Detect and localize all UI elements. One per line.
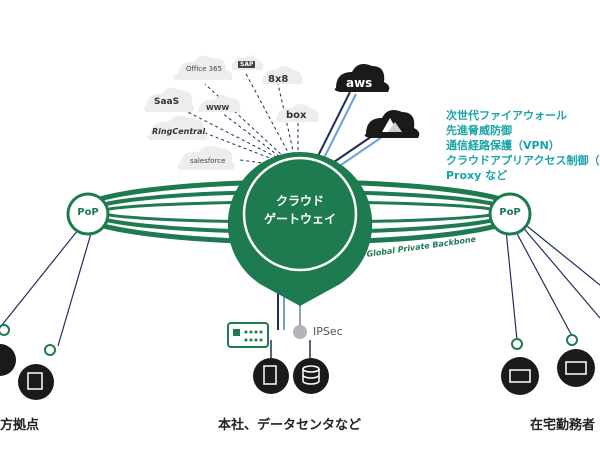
link-aws-a — [317, 91, 351, 157]
feature-item: Proxy など — [446, 169, 508, 182]
router-led-2 — [249, 330, 253, 334]
feature-item: 次世代ファイアウォール — [446, 109, 567, 122]
label-headquarters: 本社、データセンタなど — [218, 418, 362, 433]
laptop-icon-1 — [509, 369, 531, 383]
dot-right-1 — [511, 338, 523, 350]
building-icon-left — [27, 372, 43, 390]
cloud-ringcentral — [147, 115, 208, 140]
saas-logo: SaaS — [154, 97, 180, 107]
hub-label-line1: クラウド — [275, 194, 324, 208]
connector-www — [221, 112, 285, 161]
ringcentral-logo: RingCentral — [152, 127, 206, 136]
link-right-2 — [513, 227, 573, 337]
site-icons — [0, 322, 595, 400]
connector-saas — [169, 102, 283, 161]
cloud-gateway-hub — [227, 151, 373, 306]
cloud-box — [276, 104, 319, 122]
cloud-office365 — [173, 55, 233, 80]
feature-list: 次世代ファイアウォール 先進脅威防御 通信経路保護（VPN） クラウドアプリアク… — [446, 108, 600, 183]
cloud-www — [198, 95, 241, 112]
link-azure-b — [337, 136, 383, 168]
link-right-3 — [519, 223, 600, 319]
azure-logo-shade — [388, 122, 402, 132]
ipsec-dot — [293, 325, 307, 339]
remote-worker-icon-2 — [557, 349, 595, 387]
connector-sap — [244, 71, 291, 157]
laptop-icon-2 — [565, 361, 587, 375]
aws-logo: aws — [346, 76, 373, 90]
ipsec-label: IPSec — [313, 325, 343, 338]
right-site-links — [505, 221, 600, 341]
connector-ringcentral — [204, 132, 281, 163]
pop-nodes — [66, 192, 532, 236]
link-right-1 — [505, 229, 518, 341]
pop-left-node — [66, 192, 110, 236]
link-left-1 — [1, 224, 83, 326]
left-site-icon-2 — [18, 364, 54, 400]
dot-left-1 — [0, 324, 10, 336]
8x8-logo: 8x8 — [268, 74, 289, 85]
label-branch-offices: 方拠点 — [0, 418, 40, 433]
sap-logo: SAP — [238, 61, 256, 68]
dot-right-2 — [566, 334, 578, 346]
left-site-links — [1, 224, 93, 347]
hub-ring — [242, 156, 358, 272]
provider-clouds — [334, 64, 420, 138]
router-led-4 — [259, 330, 263, 334]
aws-cloud — [334, 64, 390, 92]
router-led-5 — [244, 338, 248, 342]
link-left-2 — [57, 229, 93, 347]
feature-item: 通信経路保護（VPN） — [446, 139, 560, 152]
hq-database-circle — [293, 358, 329, 394]
remote-worker-icon-1 — [501, 357, 539, 395]
link-aws-b — [323, 93, 357, 159]
dot-left-2 — [44, 344, 56, 356]
pop-right-label: PoP — [499, 207, 521, 218]
pop-right-node — [488, 192, 532, 236]
left-site-icon-1 — [0, 344, 16, 376]
office365-logo: Office 365 — [186, 65, 223, 73]
label-remote-workers: 在宅勤務者 — [530, 418, 596, 433]
pop-left-label: PoP — [77, 207, 99, 218]
endpoint-dots — [0, 324, 578, 356]
link-right-4 — [521, 221, 600, 286]
router-port-1 — [233, 329, 240, 336]
router-led-8 — [259, 338, 263, 342]
box-logo: box — [286, 110, 307, 121]
router-led-7 — [254, 338, 258, 342]
www-logo: WWW — [206, 104, 230, 112]
hub-shape — [227, 151, 373, 306]
salesforce-logo: salesforce — [190, 157, 226, 165]
router-led-1 — [244, 330, 248, 334]
hub-label-line2: ゲートウェイ — [263, 212, 336, 226]
feature-item: クラウドアプリアクセス制御（C — [446, 154, 600, 167]
feature-item: 先進脅威防御 — [446, 124, 512, 137]
cloud-8x8 — [262, 66, 303, 84]
cloud-saas — [144, 87, 194, 112]
saas-clouds — [144, 55, 319, 170]
cloud-salesforce — [177, 145, 235, 170]
router-led-6 — [249, 338, 253, 342]
building-icon-hq — [263, 365, 277, 385]
hq-building-circle — [253, 358, 289, 394]
router-led-3 — [254, 330, 258, 334]
database-icon-body — [302, 369, 320, 385]
